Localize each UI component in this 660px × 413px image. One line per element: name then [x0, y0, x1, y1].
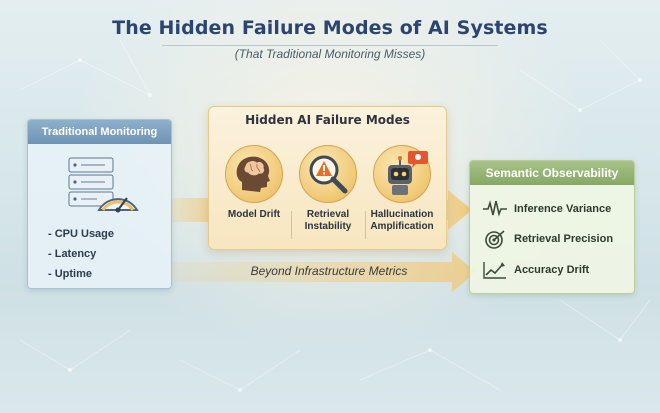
semantic-observability-title: Semantic Observability: [470, 161, 634, 185]
traditional-monitoring-title: Traditional Monitoring: [28, 120, 171, 144]
target-icon: [485, 230, 505, 249]
trend-chart-icon: [483, 262, 506, 279]
warning-magnifier-icon: [309, 155, 348, 194]
arrow-bottom: [168, 252, 476, 292]
waveform-icon: [483, 200, 507, 217]
brain-head-icon: [236, 156, 270, 192]
failure-mode-label: Retrieval: [306, 209, 350, 220]
mode-divider: [365, 211, 366, 239]
list-item: - Uptime: [48, 268, 92, 280]
failure-mode-label: Model Drift: [227, 209, 281, 220]
bottom-arrow-label: Beyond Infrastructure Metrics: [250, 264, 408, 278]
metric-label: Accuracy Drift: [514, 264, 590, 276]
title-divider: [162, 45, 498, 46]
page-subtitle: (That Traditional Monitoring Misses): [234, 47, 426, 61]
traditional-metrics-list: - CPU Usage - Latency - Uptime: [48, 224, 114, 284]
robot-speech-icon: [388, 151, 428, 195]
failure-mode-label: Hallucination: [370, 209, 434, 220]
list-item: Accuracy Drift: [482, 260, 589, 280]
failure-mode-model-drift: Model Drift: [217, 145, 291, 221]
list-item: - Latency: [48, 248, 97, 260]
mode-divider: [291, 211, 292, 239]
failure-mode-label-line2: Amplification: [370, 221, 434, 232]
list-item: - CPU Usage: [48, 228, 115, 240]
failure-mode-label-line2: Instability: [304, 221, 352, 232]
hidden-failure-modes-panel: Hidden AI Failure Modes Model Drift Retr…: [208, 106, 447, 250]
traditional-monitoring-panel: Traditional Monitoring - CPU Usage - Lat…: [27, 119, 172, 289]
server-speedometer-icon: [68, 157, 139, 213]
metric-label: Retrieval Precision: [514, 233, 614, 245]
list-item: Inference Variance: [482, 199, 611, 219]
metric-label: Inference Variance: [514, 203, 612, 215]
page-title: The Hidden Failure Modes of AI Systems: [112, 17, 548, 39]
hidden-failure-modes-title: Hidden AI Failure Modes: [245, 113, 410, 127]
semantic-observability-panel: Semantic Observability Inference Varianc…: [469, 160, 635, 294]
list-item: Retrieval Precision: [482, 229, 613, 249]
